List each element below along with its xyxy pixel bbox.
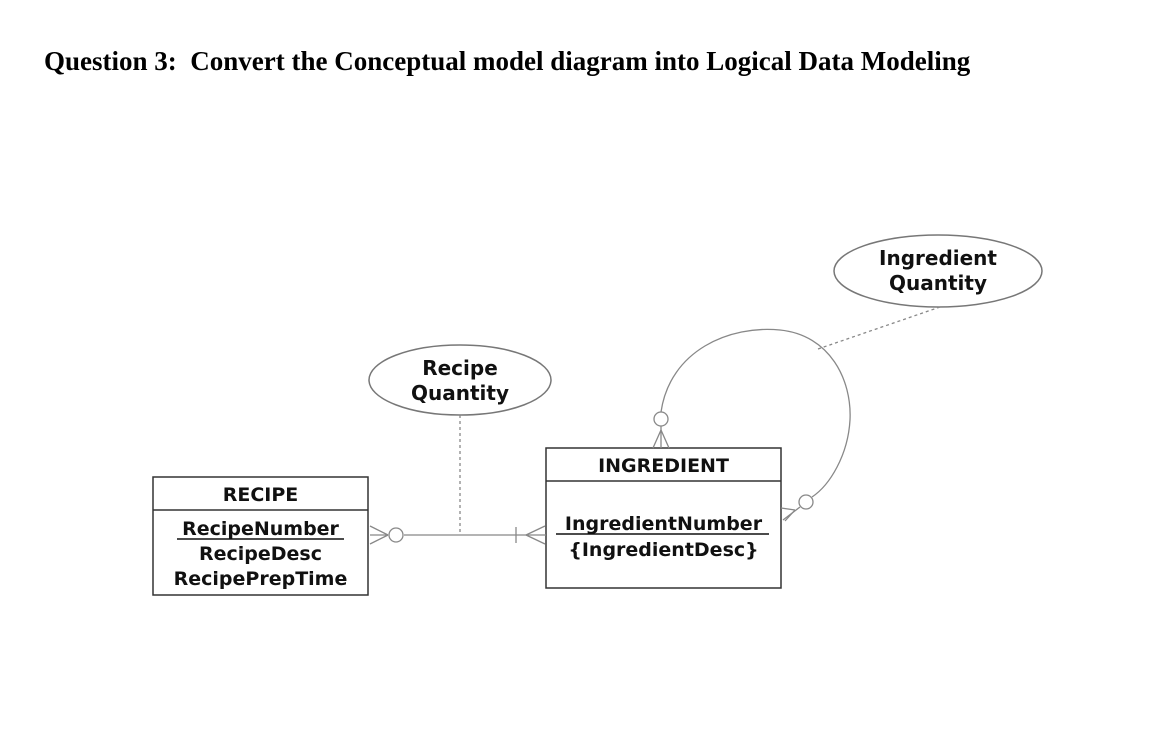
ingredient-quantity-ellipse [833, 234, 1043, 308]
recipe-crowfoot-upper [369, 525, 389, 536]
question-label: Question 3: [44, 46, 177, 76]
recipe-quantity-line2: Quantity [411, 381, 509, 405]
recipe-attr-preptime: RecipePrepTime [174, 568, 348, 590]
ingredient-right-crowfoot-lower [784, 509, 796, 522]
ingredient-attr-desc: {IngredientDesc} [568, 539, 758, 561]
recipe-attr-desc: RecipeDesc [199, 543, 322, 565]
ingredient-recursive-relationship[interactable] [652, 306, 941, 522]
question-heading: Question 3: Convert the Conceptual model… [44, 46, 970, 77]
ingredient-crowfoot-lower [525, 534, 546, 545]
recipe-attr-identifier: RecipeNumber [182, 518, 339, 540]
recipe-crowfoot-lower [369, 534, 389, 545]
recipe-optional-circle [388, 527, 404, 543]
ingredient-quantity-attribute[interactable]: Ingredient Quantity [833, 234, 1043, 308]
recipe-entity-title: RECIPE [223, 484, 299, 506]
ingredient-top-optional-circle [653, 411, 669, 427]
ingredient-top-crowfoot-right [660, 429, 670, 449]
ingredient-entity-title: INGREDIENT [598, 455, 729, 477]
ingredient-crowfoot-upper [525, 525, 546, 536]
ingredient-right-crowfoot-upper [780, 507, 796, 511]
ingredient-quantity-line1: Ingredient [879, 246, 997, 270]
ingredient-quantity-connector [817, 306, 941, 350]
recipe-quantity-attribute[interactable]: Recipe Quantity [368, 344, 552, 416]
recipe-ingredient-relationship[interactable] [369, 415, 546, 545]
recipe-quantity-line1: Recipe [422, 356, 498, 380]
ingredient-attr-identifier: IngredientNumber [565, 513, 763, 535]
question-text: Convert the Conceptual model diagram int… [190, 46, 971, 76]
recipe-entity[interactable]: RECIPE RecipeNumber RecipeDesc RecipePre… [152, 476, 369, 596]
ingredient-recursive-arc [660, 328, 851, 498]
ingredient-entity[interactable]: INGREDIENT IngredientNumber {IngredientD… [545, 447, 782, 589]
ingredient-right-optional-circle [798, 494, 814, 510]
ingredient-top-crowfoot-left [652, 429, 662, 449]
ingredient-entity-box [545, 447, 782, 589]
recipe-entity-box [152, 476, 369, 596]
ingredient-quantity-line2: Quantity [889, 271, 987, 295]
